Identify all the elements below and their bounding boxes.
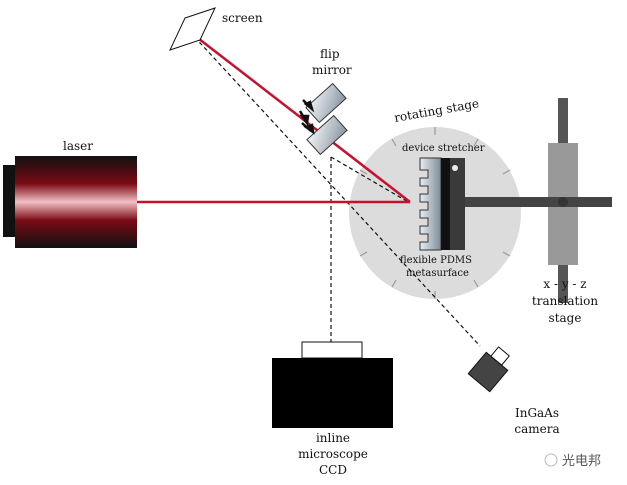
ingaas-label-2: camera — [514, 422, 559, 436]
rotating-stage-label: rotating stage — [393, 96, 480, 125]
watermark-text: 光电邦 — [562, 454, 601, 469]
flip-mirror — [298, 82, 348, 156]
ingaas-label-1: InGaAs — [515, 406, 559, 420]
pdms-label-1: flexible PDMS — [400, 255, 472, 266]
ccd-label-1: inline — [316, 431, 350, 445]
laser-beam — [137, 31, 411, 204]
watermark: 光电邦 — [544, 453, 601, 469]
flip-mirror-label-2: mirror — [312, 63, 352, 77]
screen-label: screen — [222, 11, 263, 25]
laser — [3, 156, 137, 248]
translation-stage — [462, 98, 612, 303]
ccd-label-2: microscope — [298, 447, 368, 461]
flip-arrow-icon — [298, 99, 315, 135]
inline-microscope-ccd — [272, 341, 393, 428]
detection-paths — [189, 31, 481, 347]
pdms-label-2: metasurface — [406, 268, 469, 279]
translation-label-2: translation — [532, 294, 598, 308]
laser-label: laser — [63, 139, 93, 153]
ingaas-camera — [467, 346, 511, 393]
translation-label-1: x - y - z — [543, 277, 586, 291]
device-stretcher — [419, 157, 465, 251]
translation-label-3: stage — [549, 311, 582, 325]
device-stretcher-label: device stretcher — [402, 143, 485, 154]
screen — [169, 7, 216, 51]
flip-mirror-label-1: flip — [320, 47, 340, 61]
ccd-label-3: CCD — [319, 463, 347, 477]
